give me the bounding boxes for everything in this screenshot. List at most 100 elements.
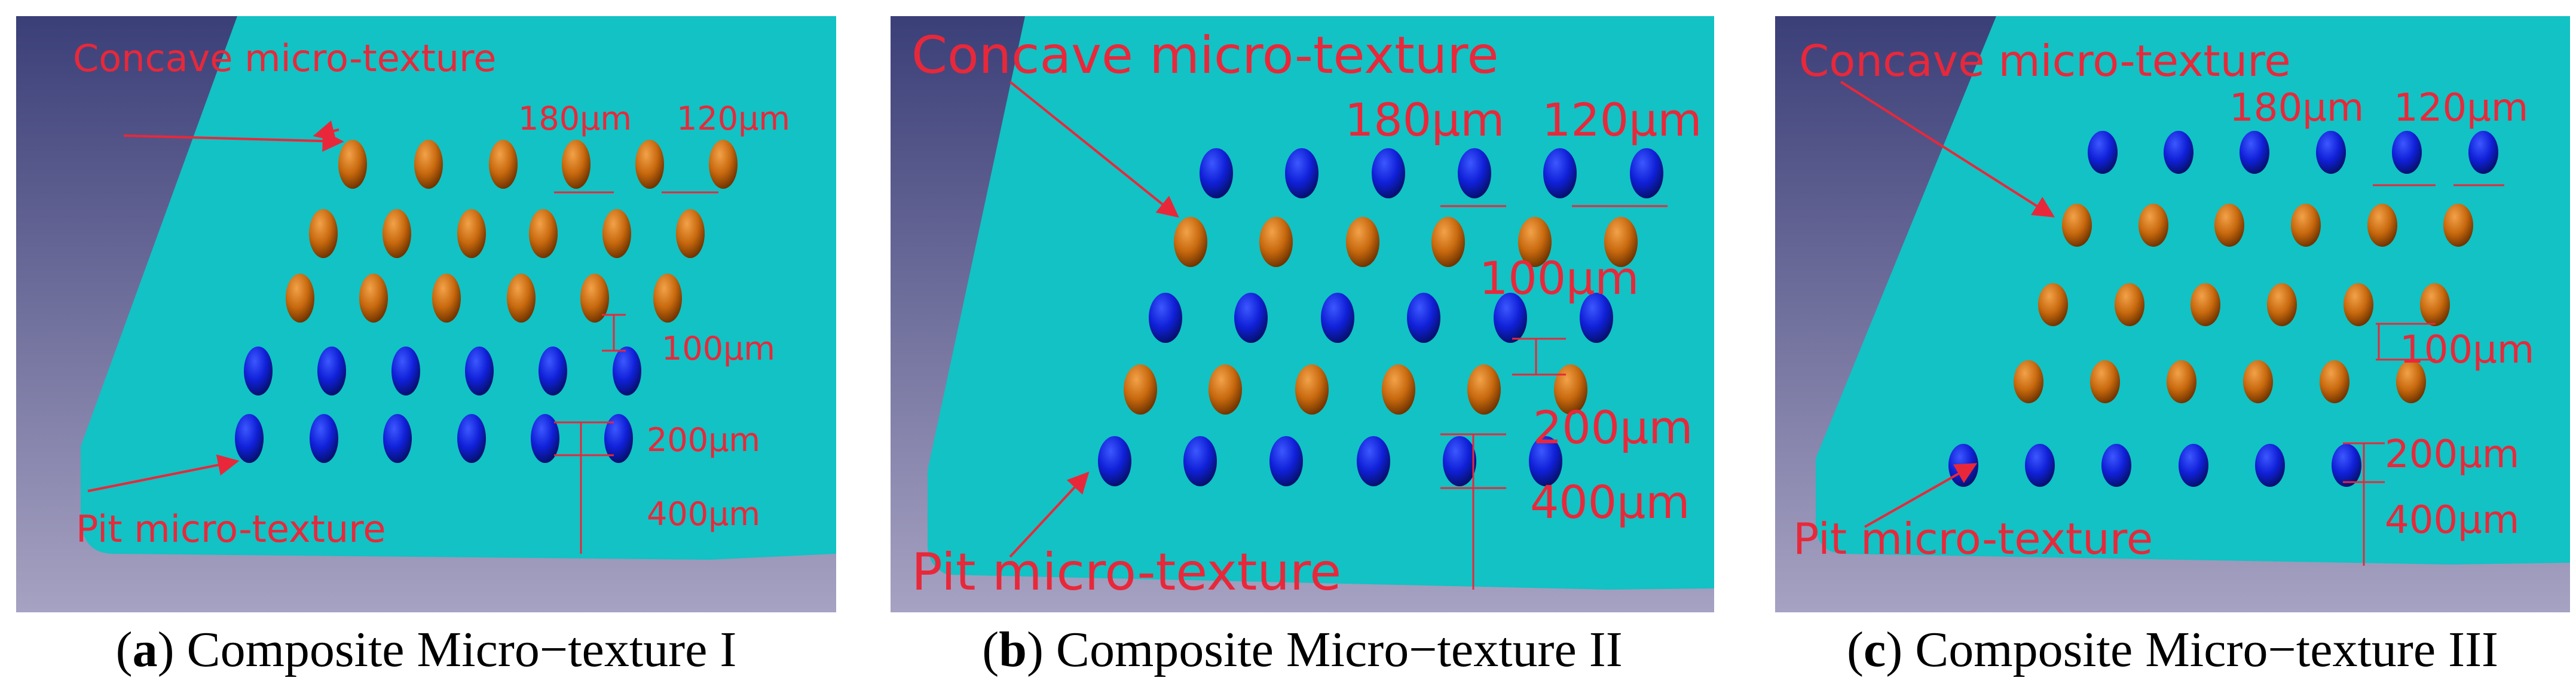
concave-texture [359, 274, 388, 323]
pit-texture [1200, 148, 1233, 198]
dim-100: 100μm [1479, 252, 1639, 305]
pit-texture [1543, 148, 1577, 198]
pit-texture [1269, 436, 1303, 486]
caption-text: Composite Micro−texture III [1915, 622, 2499, 677]
dim-100: 100μm [662, 330, 775, 367]
dimension-lines [1440, 205, 1668, 590]
concave-arrow [1009, 81, 1179, 218]
concave-texture [2396, 360, 2426, 403]
concave-label: Concave micro-texture [1799, 36, 2291, 86]
pit-texture [2332, 444, 2361, 487]
concave-texture [653, 274, 682, 323]
concave-texture [1431, 217, 1465, 267]
pit-texture [539, 346, 567, 395]
pit-label: Pit micro-texture [1793, 514, 2153, 564]
caption-letter: b [999, 622, 1027, 677]
pit-texture [2088, 131, 2118, 174]
panel-c: Concave micro-texture Pit micro-texture … [1775, 16, 2570, 612]
pit-texture [310, 414, 338, 463]
texture-array [1098, 148, 1663, 486]
pit-label: Pit micro-texture [76, 507, 386, 551]
texture-array [1948, 131, 2498, 487]
tool-surface [1816, 16, 2570, 565]
concave-texture [635, 140, 664, 189]
concave-texture [2267, 283, 2297, 326]
pit-texture [1630, 148, 1663, 198]
pit-texture [2025, 444, 2055, 487]
dim-180: 180μm [518, 100, 632, 137]
pit-texture [1183, 436, 1217, 486]
concave-texture [580, 274, 609, 323]
pit-texture [465, 346, 494, 395]
panel-a: Concave micro-texture Pit micro-texture … [16, 16, 836, 612]
pit-arrow [87, 454, 240, 492]
concave-texture [2014, 360, 2043, 403]
concave-texture [1124, 364, 1157, 415]
caption-a: (a) Composite Micro−texture I [115, 622, 737, 677]
concave-texture [2115, 283, 2144, 326]
concave-arrow-line [123, 130, 344, 152]
dim-100: 100μm [2400, 328, 2534, 372]
concave-texture [1518, 217, 1552, 267]
pit-texture [604, 414, 633, 463]
pit-texture [1372, 148, 1405, 198]
pit-texture [235, 414, 264, 463]
concave-texture [2090, 360, 2120, 403]
concave-texture [2320, 360, 2349, 403]
concave-texture [2243, 360, 2273, 403]
pit-texture [531, 414, 559, 463]
concave-texture [2367, 204, 2397, 247]
pit-texture [1458, 148, 1491, 198]
pit-texture [2255, 444, 2285, 487]
pit-texture [1234, 293, 1268, 343]
pit-texture [457, 414, 486, 463]
caption-letter: a [132, 622, 158, 677]
pit-texture [2468, 131, 2498, 174]
concave-texture [2138, 204, 2168, 247]
dim-400: 400μm [1530, 476, 1690, 529]
concave-texture [2190, 283, 2220, 326]
concave-texture [1209, 364, 1242, 415]
pit-texture [2101, 444, 2131, 487]
concave-texture [529, 209, 558, 258]
pit-arrow [1864, 463, 1978, 528]
concave-texture [489, 140, 518, 189]
concave-texture [2038, 283, 2068, 326]
concave-texture [2443, 204, 2473, 247]
caption-c: (c) Composite Micro−texture III [1846, 622, 2499, 677]
concave-texture [309, 209, 338, 258]
caption-text: Composite Micro−texture I [186, 622, 737, 677]
concave-texture [1382, 364, 1415, 415]
pit-texture [317, 346, 346, 395]
pit-texture [1098, 436, 1131, 486]
dim-120: 120μm [1542, 93, 1702, 146]
dim-200: 200μm [2385, 433, 2519, 477]
pit-texture [1357, 436, 1390, 486]
concave-texture [1554, 364, 1587, 415]
panel-a-figure: Concave micro-texture Pit micro-texture … [16, 16, 836, 612]
dimension-lines [554, 191, 718, 554]
concave-texture [676, 209, 705, 258]
caption-text: Composite Micro−texture II [1056, 622, 1623, 677]
concave-texture [2420, 283, 2450, 326]
concave-label: Concave micro-texture [73, 36, 496, 80]
dim-120: 120μm [677, 100, 790, 137]
pit-texture [1285, 148, 1318, 198]
pit-texture [2240, 131, 2269, 174]
dim-200: 200μm [647, 421, 760, 459]
concave-texture [338, 140, 367, 189]
panel-c-figure: Concave micro-texture Pit micro-texture … [1775, 16, 2570, 612]
dim-180: 180μm [2229, 86, 2364, 130]
concave-texture [1604, 217, 1638, 267]
pit-arrow [1009, 471, 1090, 558]
concave-texture [602, 209, 631, 258]
caption-b: (b) Composite Micro−texture II [982, 622, 1623, 677]
concave-texture [709, 140, 738, 189]
dim-120: 120μm [2394, 86, 2528, 130]
pit-texture [2316, 131, 2346, 174]
pit-texture [1494, 293, 1527, 343]
pit-label: Pit micro-texture [911, 542, 1341, 602]
pit-texture [1529, 436, 1562, 486]
pit-texture [1580, 293, 1613, 343]
concave-texture [1295, 364, 1329, 415]
